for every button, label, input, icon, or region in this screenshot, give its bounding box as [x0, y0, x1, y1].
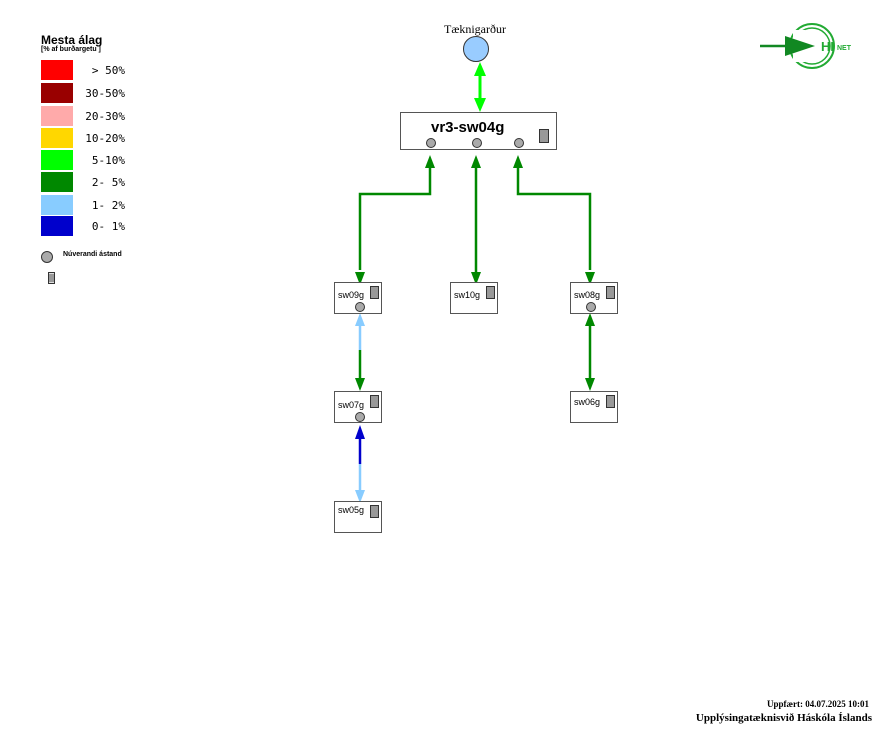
node-label-sw06g: sw06g [574, 397, 601, 407]
legend-subtitle: [% af burðargetu ] [41, 46, 101, 53]
device-icon [606, 395, 615, 408]
updated-timestamp: Uppfært: 04.07.2025 10:01 [767, 699, 869, 709]
legend-label: 30-50% [85, 87, 125, 100]
legend-state-label: Núverandi ástand [63, 251, 122, 258]
upstream-cloud-icon[interactable] [463, 36, 489, 62]
link-core-sw08g[interactable] [513, 155, 595, 285]
node-sw08g[interactable]: sw08g [570, 282, 618, 314]
port-icon[interactable] [586, 302, 596, 312]
device-legend-icon [48, 272, 55, 284]
link-sw08g-sw06g[interactable] [585, 313, 595, 391]
legend-swatch [41, 106, 73, 126]
node-label-sw10g: sw10g [454, 290, 481, 300]
upstream-label: Tæknigarður [444, 22, 506, 36]
port-icon[interactable] [514, 138, 524, 148]
port-icon[interactable] [472, 138, 482, 148]
legend-item: 20-30% [41, 106, 141, 126]
legend-title: Mesta álag [41, 33, 103, 47]
link-core-sw10g[interactable] [471, 155, 481, 285]
link-sw09g-sw07g[interactable] [355, 313, 365, 391]
device-icon [370, 286, 379, 299]
device-icon [606, 286, 615, 299]
node-sw07g[interactable]: sw07g [334, 391, 382, 423]
legend-swatch [41, 172, 73, 192]
legend-item: 0- 1% [41, 216, 141, 236]
node-label-sw08g: sw08g [574, 290, 601, 300]
legend-swatch [41, 216, 73, 236]
legend-label: 10-20% [85, 132, 125, 145]
legend-swatch [41, 195, 73, 215]
legend-swatch [41, 128, 73, 148]
link-sw07g-sw05g[interactable] [355, 425, 365, 503]
device-icon [370, 395, 379, 408]
device-icon [370, 505, 379, 518]
node-vr3-sw04g[interactable]: vr3-sw04g [400, 112, 557, 150]
node-label-sw07g: sw07g [338, 400, 365, 410]
link-upstream[interactable] [474, 62, 486, 112]
link-core-sw09g[interactable] [355, 155, 435, 285]
legend-label: 5-10% [91, 154, 125, 167]
legend-label: 20-30% [85, 110, 125, 123]
node-sw06g[interactable]: sw06g [570, 391, 618, 423]
node-label-sw09g: sw09g [338, 290, 365, 300]
organization-name: Upplýsingatæknisvið Háskóla Íslands [695, 712, 872, 724]
logo-hi: HI [821, 39, 834, 54]
legend-label: 2- 5% [91, 176, 125, 189]
node-label-sw05g: sw05g [338, 505, 365, 515]
legend-label: 1- 2% [91, 199, 125, 212]
node-label-core: vr3-sw04g [431, 119, 505, 136]
legend-item: 1- 2% [41, 195, 141, 215]
logo-net: NET [837, 45, 852, 52]
legend-item: 5-10% [41, 150, 141, 170]
legend-swatch [41, 83, 73, 103]
state-circle-icon [41, 251, 53, 263]
node-sw05g[interactable]: sw05g [334, 501, 382, 533]
hinet-logo: HI NET [760, 23, 852, 69]
legend-swatch [41, 150, 73, 170]
device-icon [539, 129, 549, 143]
port-icon[interactable] [355, 412, 365, 422]
node-sw09g[interactable]: sw09g [334, 282, 382, 314]
port-icon[interactable] [355, 302, 365, 312]
legend-item: 2- 5% [41, 172, 141, 192]
port-icon[interactable] [426, 138, 436, 148]
legend-item: 10-20% [41, 128, 141, 148]
legend-item: 30-50% [41, 83, 141, 103]
legend-label: > 50% [91, 64, 125, 77]
legend-swatch [41, 60, 73, 80]
device-icon [486, 286, 495, 299]
legend-label: 0- 1% [91, 220, 125, 233]
legend-item: > 50% [41, 60, 141, 80]
node-sw10g[interactable]: sw10g [450, 282, 498, 314]
